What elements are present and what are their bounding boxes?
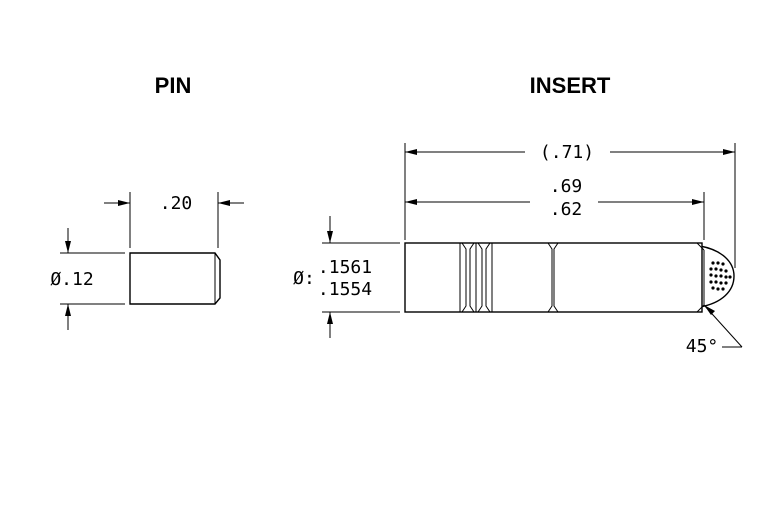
insert-diameter-prefix: Ø: [293, 268, 315, 289]
pin-body [129, 252, 221, 305]
insert-length-max-label: .69 [550, 176, 583, 197]
insert-length-min-label: .62 [550, 199, 583, 220]
insert-overall-length-label: (.71) [540, 142, 594, 163]
insert-title: INSERT [530, 73, 611, 98]
insert-diameter-max-label: .1561 [318, 257, 372, 278]
pin-diameter-dimension [60, 228, 125, 330]
chamfer-angle-label: 45° [686, 336, 719, 357]
insert-diameter-dimension [322, 216, 400, 338]
insert-diameter-min-label: .1554 [318, 279, 372, 300]
insert-body [404, 242, 735, 313]
insert-overall-length-dimension [404, 143, 736, 268]
chamfer-angle-leader [703, 304, 743, 348]
insert-tip [699, 245, 735, 308]
pin-diameter-label: Ø.12 [50, 269, 93, 290]
insert-length-dimension [405, 192, 705, 240]
pin-length-dimension [104, 192, 244, 248]
pin-length-label: .20 [160, 193, 193, 214]
pin-title: PIN [155, 73, 192, 98]
